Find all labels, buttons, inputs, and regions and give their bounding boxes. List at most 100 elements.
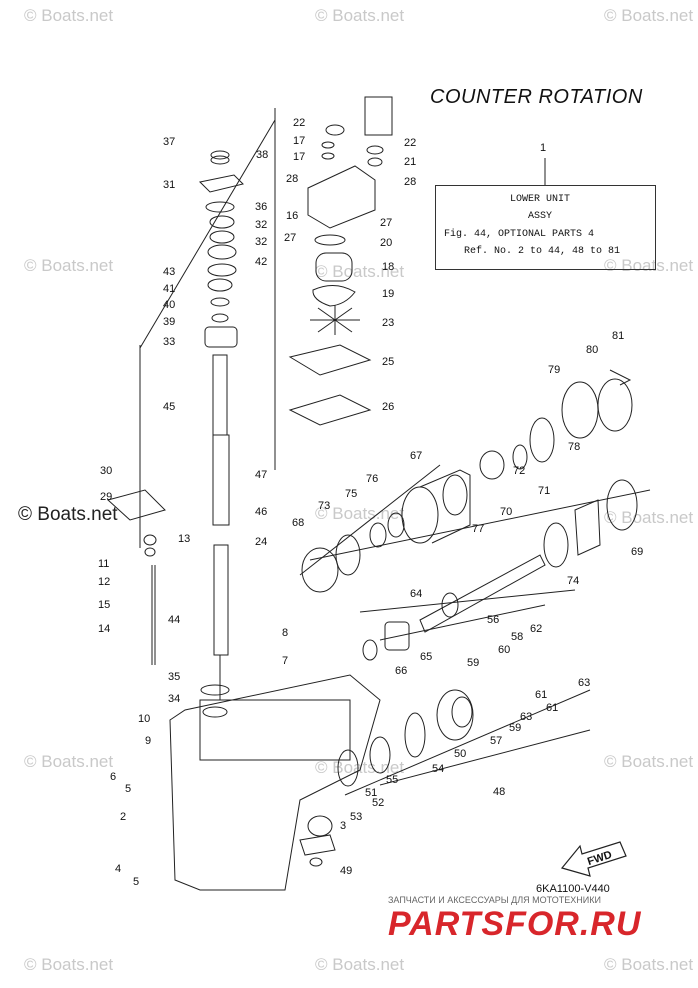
info-ref-number: 1: [540, 142, 547, 154]
part-label: 49: [340, 865, 352, 877]
diagram-code: 6KA1100-V440: [536, 883, 610, 895]
part-label: 36: [255, 201, 267, 213]
lower-unit-info-box: 1 LOWER UNIT ASSY Fig. 44, OPTIONAL PART…: [435, 142, 656, 270]
part-label: 20: [380, 237, 392, 249]
part-label: 66: [395, 665, 407, 677]
part-label: 52: [372, 797, 384, 809]
part-label: 8: [282, 627, 288, 639]
part-label: 51: [365, 787, 377, 799]
part-label: 19: [382, 288, 394, 300]
info-line-4: Ref. No. 2 to 44, 48 to 81: [464, 246, 621, 257]
footer-text: ЗАПЧАСТИ И АКСЕССУАРЫ ДЛЯ МОТОТЕХНИКИ: [388, 895, 601, 905]
part-label: 41: [163, 283, 175, 295]
part-label: 70: [500, 506, 512, 518]
diagram-title: COUNTER ROTATION: [430, 86, 643, 108]
part-label: 3: [340, 820, 346, 832]
part-label: 25: [382, 356, 394, 368]
part-label: 7: [282, 655, 288, 667]
part-label: 26: [382, 401, 394, 413]
part-label: 2: [120, 811, 126, 823]
part-label: 16: [286, 210, 298, 222]
watermark: © Boats.net: [315, 262, 405, 281]
part-label: 17: [293, 135, 305, 147]
part-label: 78: [568, 441, 580, 453]
part-label: 64: [410, 588, 422, 600]
part-label: 57: [490, 735, 502, 747]
watermark: © Boats.net: [604, 752, 694, 771]
watermark: © Boats.net: [24, 6, 114, 25]
part-label: 32: [255, 219, 267, 231]
part-label: 59: [509, 722, 521, 734]
part-label: 17: [293, 151, 305, 163]
part-label: 60: [498, 644, 510, 656]
part-label: 33: [163, 336, 175, 348]
info-line-1: LOWER UNIT: [510, 194, 571, 205]
part-label: 63: [578, 677, 590, 689]
part-label: 46: [255, 506, 267, 518]
part-label: 73: [318, 500, 330, 512]
watermark-dark: © Boats.net: [18, 504, 118, 525]
watermark: © Boats.net: [604, 508, 694, 527]
part-label: 9: [145, 735, 151, 747]
part-label: 27: [380, 217, 392, 229]
part-label: 15: [98, 599, 110, 611]
part-label: 45: [163, 401, 175, 413]
part-label: 61: [546, 702, 558, 714]
watermark: © Boats.net: [24, 955, 114, 974]
part-label: 39: [163, 316, 175, 328]
part-label: 56: [487, 614, 499, 626]
part-label: 54: [432, 763, 444, 775]
part-label: 28: [404, 176, 416, 188]
part-label: 59: [467, 657, 479, 669]
part-label: 23: [382, 317, 394, 329]
part-label: 27: [284, 232, 296, 244]
part-label: 43: [163, 266, 175, 278]
part-label: 40: [163, 299, 175, 311]
watermark: © Boats.net: [315, 6, 405, 25]
part-label: 28: [286, 173, 298, 185]
part-label: 79: [548, 364, 560, 376]
part-label: 48: [493, 786, 505, 798]
part-label: 14: [98, 623, 110, 635]
part-label: 4: [115, 863, 121, 875]
part-label: 71: [538, 485, 550, 497]
part-label: 18: [382, 261, 394, 273]
part-label: 62: [530, 623, 542, 635]
part-label: 11: [98, 558, 109, 570]
part-label: 77: [472, 523, 484, 535]
part-label: 12: [98, 576, 110, 588]
part-label: 22: [404, 137, 416, 149]
part-label: 61: [535, 689, 547, 701]
part-label: 29: [100, 491, 112, 503]
part-label: 5: [133, 876, 139, 888]
part-label: 21: [404, 156, 416, 168]
part-label: 74: [567, 575, 579, 587]
part-label: 31: [163, 179, 175, 191]
part-label: 10: [138, 713, 150, 725]
footer-brand-logo: PARTSFOR.RU: [388, 905, 642, 943]
part-label: 72: [513, 465, 525, 477]
watermark: © Boats.net: [604, 955, 694, 974]
part-label: 13: [178, 533, 190, 545]
part-label: 22: [293, 117, 305, 129]
part-label: 35: [168, 671, 180, 683]
watermark: © Boats.net: [604, 256, 694, 275]
part-label: 47: [255, 469, 267, 481]
part-label: 38: [256, 149, 268, 161]
watermark: © Boats.net: [315, 955, 405, 974]
part-label: 5: [125, 783, 131, 795]
part-label: 32: [255, 236, 267, 248]
part-label: 80: [586, 344, 598, 356]
watermark: © Boats.net: [24, 752, 114, 771]
part-label: 24: [255, 536, 267, 548]
watermark: © Boats.net: [315, 504, 405, 523]
info-line-2: ASSY: [528, 211, 553, 222]
part-label: 44: [168, 614, 180, 626]
info-line-3: Fig. 44, OPTIONAL PARTS 4: [444, 229, 595, 240]
part-label: 81: [612, 330, 624, 342]
part-label: 69: [631, 546, 643, 558]
part-label: 34: [168, 693, 180, 705]
part-label: 6: [110, 771, 116, 783]
part-label: 30: [100, 465, 112, 477]
